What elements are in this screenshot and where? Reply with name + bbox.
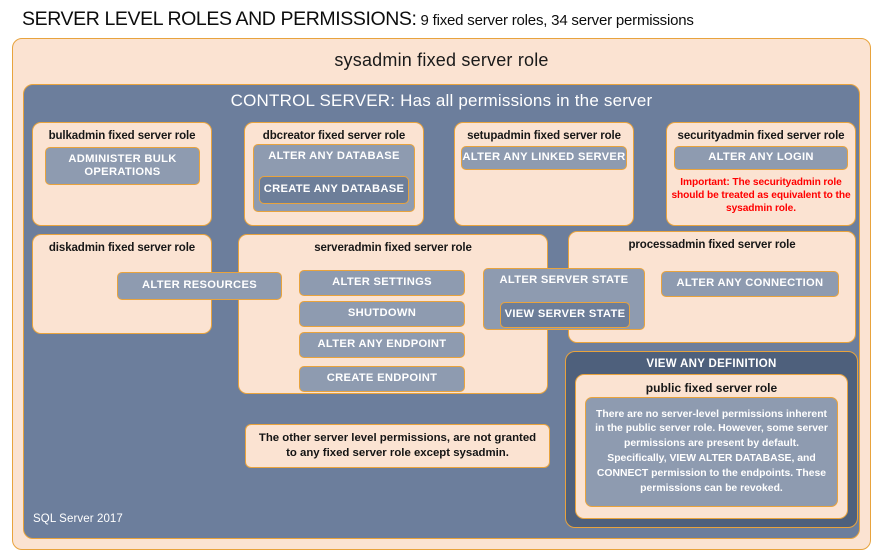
- permission-chip-view-server-state[interactable]: VIEW SERVER STATE: [500, 302, 630, 328]
- page-title-subtitle: 9 fixed server roles, 34 server permissi…: [416, 12, 694, 29]
- permission-chip-alter-resources[interactable]: ALTER RESOURCES: [117, 272, 282, 300]
- securityadmin-warning-text: Important: The securityadmin role should…: [671, 177, 851, 215]
- permission-chip-alter-any-endpoint[interactable]: ALTER ANY ENDPOINT: [299, 332, 465, 358]
- permission-chip-alter-any-linked-server[interactable]: ALTER ANY LINKED SERVER: [461, 146, 627, 170]
- other-permissions-note: The other server level permissions, are …: [245, 424, 550, 468]
- page-title-main: SERVER LEVEL ROLES AND PERMISSIONS:: [22, 8, 417, 30]
- sysadmin-role-label: sysadmin fixed server role: [334, 50, 549, 70]
- permission-chip-shutdown[interactable]: SHUTDOWN: [299, 301, 465, 327]
- permission-chip-alter-settings[interactable]: ALTER SETTINGS: [299, 270, 465, 296]
- role-title-serveradmin: serveradmin fixed server role: [314, 242, 472, 254]
- public-role-description: There are no server-level permissions in…: [585, 397, 838, 507]
- role-title-setupadmin: setupadmin fixed server role: [467, 130, 621, 142]
- sql-version-label: SQL Server 2017: [33, 513, 123, 525]
- permission-chip-alter-any-connection[interactable]: ALTER ANY CONNECTION: [661, 271, 839, 297]
- permission-chip-create-endpoint[interactable]: CREATE ENDPOINT: [299, 366, 465, 392]
- role-box-securityadmin: securityadmin fixed server role: [666, 122, 856, 226]
- permission-chip-alter-any-login[interactable]: ALTER ANY LOGIN: [674, 146, 848, 170]
- role-box-setupadmin: setupadmin fixed server role: [454, 122, 634, 226]
- role-title-bulkadmin: bulkadmin fixed server role: [48, 130, 196, 142]
- role-title-public: public fixed server role: [645, 381, 778, 395]
- role-title-dbcreator: dbcreator fixed server role: [262, 130, 406, 142]
- permission-chip-administer-bulk-operations[interactable]: ADMINISTER BULK OPERATIONS: [45, 147, 200, 185]
- page-title: SERVER LEVEL ROLES AND PERMISSIONS: 9 fi…: [22, 8, 872, 34]
- permission-chip-create-any-database[interactable]: CREATE ANY DATABASE: [259, 176, 409, 204]
- role-title-diskadmin: diskadmin fixed server role: [48, 242, 196, 254]
- view-any-definition-label: VIEW ANY DEFINITION: [646, 358, 777, 370]
- role-title-processadmin: processadmin fixed server role: [628, 239, 796, 251]
- role-title-securityadmin: securityadmin fixed server role: [677, 130, 845, 142]
- control-server-label: CONTROL SERVER: Has all permissions in t…: [230, 91, 653, 110]
